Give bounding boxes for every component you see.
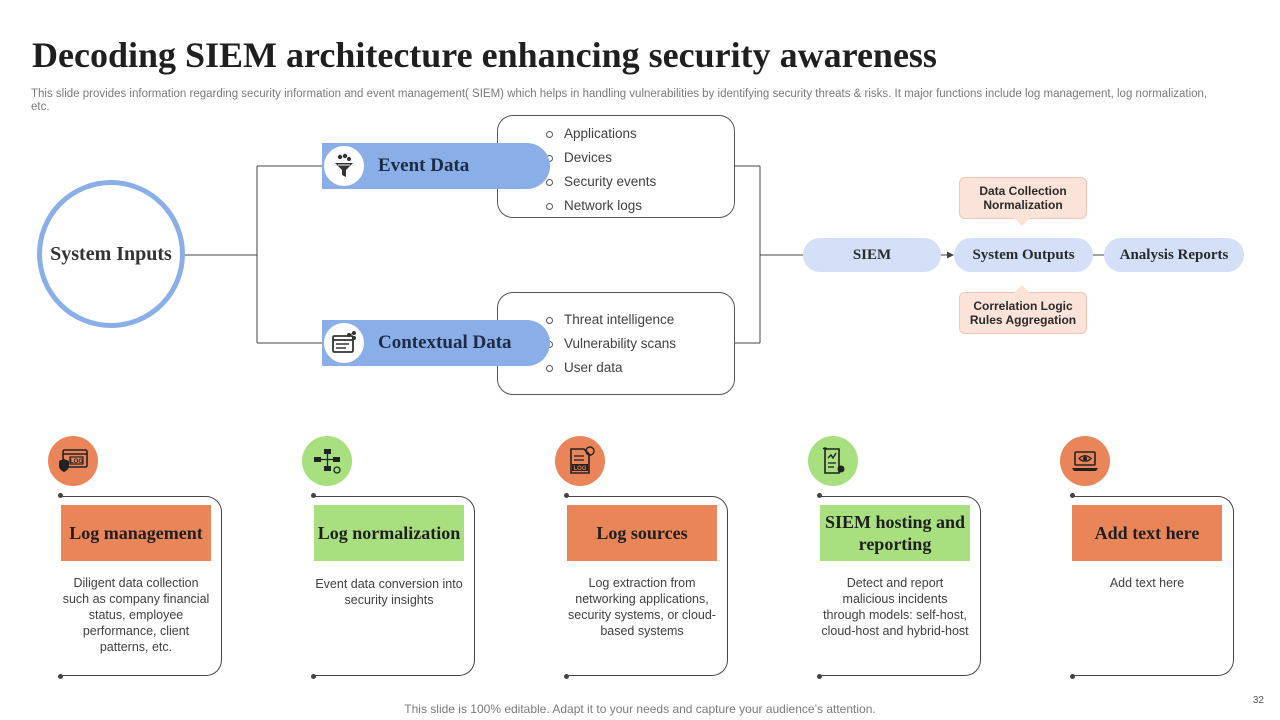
card-desc-add-text: Add text here — [1109, 576, 1185, 590]
svg-text:LOG: LOG — [574, 466, 587, 472]
page-number: 32 — [1252, 695, 1264, 706]
card-dot — [1070, 493, 1075, 498]
card-dot — [311, 674, 316, 679]
system-inputs-circle: System Inputs — [37, 180, 185, 328]
card-desc-log-normalization: Event data conversion into security insi… — [315, 577, 463, 607]
svg-text:LOG: LOG — [70, 459, 83, 465]
event-data-label: Event Data — [378, 155, 470, 176]
page-subtitle: This slide provides information regardin… — [31, 88, 1208, 113]
card-dot — [58, 674, 63, 679]
list-item: Security events — [546, 170, 734, 194]
card-title-add-text: Add text here — [1072, 505, 1222, 561]
card-dot — [1070, 674, 1075, 679]
card-frame — [1074, 496, 1234, 676]
page-title: Decoding SIEM architecture enhancing sec… — [32, 35, 937, 75]
card-frame — [315, 496, 475, 676]
funnel-icon — [322, 144, 366, 188]
report-chart-icon — [808, 436, 858, 486]
callout-pointer — [1014, 285, 1030, 293]
card-dot — [564, 493, 569, 498]
network-nodes-icon — [302, 436, 352, 486]
contextual-data-pill: Contextual Data — [322, 320, 550, 366]
event-data-list-box: Applications Devices Security events Net… — [497, 115, 735, 218]
card-frame — [568, 496, 728, 676]
card-title-log-sources: Log sources — [567, 505, 717, 561]
card-desc-siem-hosting: Detect and report malicious incidents th… — [821, 576, 969, 638]
list-item: Applications — [546, 122, 734, 146]
card-desc-log-management: Diligent data collection such as company… — [62, 576, 210, 654]
card-title-log-normalization: Log normalization — [314, 505, 464, 561]
browser-share-icon — [322, 321, 366, 365]
callout-data-collection: Data Collection Normalization — [959, 177, 1087, 219]
list-item: Devices — [546, 146, 734, 170]
list-item: Threat intelligence — [546, 308, 734, 332]
analysis-reports-pill: Analysis Reports — [1104, 238, 1244, 272]
log-browser-icon: LOG — [48, 436, 98, 486]
card-desc-log-sources: Log extraction from networking applicati… — [568, 576, 716, 638]
card-frame — [821, 496, 981, 676]
callout-correlation-logic: Correlation Logic Rules Aggregation — [959, 292, 1087, 334]
card-dot — [311, 493, 316, 498]
list-item: Network logs — [546, 194, 734, 218]
card-dot — [817, 493, 822, 498]
system-outputs-pill: System Outputs — [954, 238, 1093, 272]
laptop-eye-icon — [1060, 436, 1110, 486]
log-file-icon: LOG — [555, 436, 605, 486]
card-title-log-management: Log management — [61, 505, 211, 561]
list-item: Vulnerability scans — [546, 332, 734, 356]
card-frame — [62, 496, 222, 676]
footer-note: This slide is 100% editable. Adapt it to… — [404, 702, 876, 716]
card-title-siem-hosting: SIEM hosting and reporting — [820, 505, 970, 561]
card-dot — [817, 674, 822, 679]
card-dot — [58, 493, 63, 498]
contextual-data-label: Contextual Data — [378, 332, 512, 353]
callout-pointer — [1014, 218, 1030, 226]
card-dot — [564, 674, 569, 679]
list-item: User data — [546, 356, 734, 380]
siem-pill: SIEM — [803, 238, 941, 272]
